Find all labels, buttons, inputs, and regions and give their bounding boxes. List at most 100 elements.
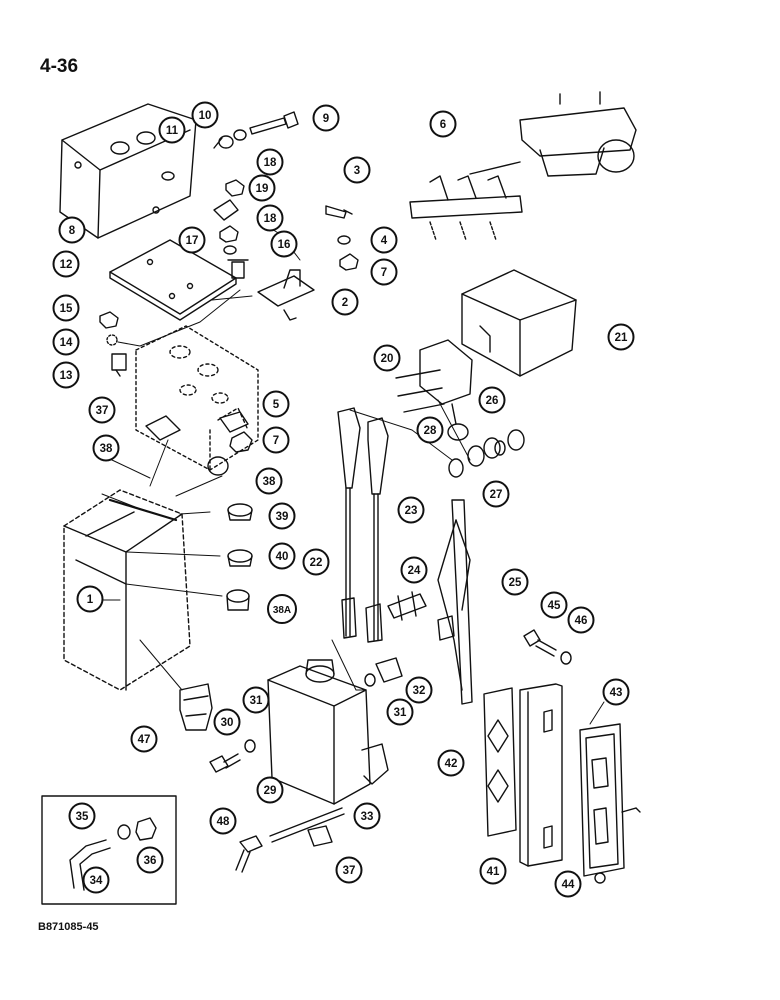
callout-circle	[397, 496, 425, 524]
callout-31: 31	[242, 686, 270, 714]
callout-label: 44	[562, 879, 575, 891]
callout-label: 18	[264, 213, 277, 225]
callout-label: 38	[263, 476, 276, 488]
callout-label: 7	[273, 435, 279, 447]
grommet-40-part	[227, 549, 253, 567]
callout-label: 29	[264, 785, 277, 797]
callout-circle	[267, 594, 297, 624]
callout-4: 4	[370, 226, 398, 254]
callout-circle	[312, 104, 340, 132]
callout-circle	[429, 110, 457, 138]
callout-47: 47	[130, 725, 158, 753]
callout-12: 12	[52, 250, 80, 278]
callout-48: 48	[209, 807, 237, 835]
callout-circle	[242, 686, 270, 714]
connector-47-part	[179, 683, 213, 731]
callout-circle	[373, 344, 401, 372]
callout-44: 44	[554, 870, 582, 898]
screw-30-part	[209, 753, 241, 773]
callout-1: 1	[76, 585, 104, 613]
callout-circle	[268, 502, 296, 530]
callout-label: 3	[354, 165, 360, 177]
motor-cover-21-part	[461, 269, 577, 377]
clip-37b-part	[307, 825, 333, 847]
callout-36: 36	[136, 846, 164, 874]
clamp-5-part	[219, 411, 249, 433]
callout-layer: 1234567789101112131415161718181920212223…	[52, 101, 635, 898]
callout-circle	[343, 156, 371, 184]
callout-label: 16	[278, 239, 291, 251]
washer-27-part	[448, 440, 506, 478]
seal-28-part	[447, 423, 469, 441]
callout-label: 8	[69, 225, 76, 237]
callout-circle	[52, 361, 80, 389]
callout-circle	[248, 174, 276, 202]
callout-label: 13	[60, 370, 73, 382]
nut-36-part	[135, 817, 157, 841]
leader-lines	[99, 221, 605, 725]
callout-15: 15	[52, 294, 80, 322]
cab-housing-part	[63, 489, 191, 691]
callout-label: 30	[221, 717, 234, 729]
callout-circle	[178, 226, 206, 254]
callout-label: 37	[96, 405, 109, 417]
callout-circle	[136, 846, 164, 874]
callout-circle	[82, 866, 110, 894]
callout-circle	[255, 467, 283, 495]
callout-45: 45	[540, 591, 568, 619]
callout-circle	[52, 294, 80, 322]
callout-37: 37	[88, 396, 116, 424]
grommet-38b-part	[207, 456, 229, 476]
clip-37-part	[145, 415, 181, 441]
callout-label: 5	[273, 399, 280, 411]
callout-label: 15	[60, 303, 73, 315]
callout-30: 30	[213, 708, 241, 736]
callout-27: 27	[482, 480, 510, 508]
washer-4-part	[337, 235, 351, 245]
callout-label: 9	[323, 113, 329, 125]
nut-7b-part	[229, 431, 253, 453]
callout-circle	[479, 857, 507, 885]
washer-31b-part	[364, 673, 376, 687]
callout-7: 7	[262, 426, 290, 454]
callout-label: 32	[413, 685, 426, 697]
callout-34: 34	[82, 866, 110, 894]
callout-38: 38	[255, 467, 283, 495]
callout-label: 40	[276, 551, 289, 563]
nut-15-part	[99, 311, 119, 329]
washer-35-part	[117, 824, 131, 840]
motor-mount-20-part	[395, 339, 473, 425]
callout-label: 31	[250, 695, 263, 707]
callout-circle	[400, 556, 428, 584]
callout-circle	[335, 856, 363, 884]
callout-label: 43	[610, 687, 623, 699]
grommet-38a-part	[226, 589, 250, 611]
callout-circle	[386, 698, 414, 726]
callout-43: 43	[602, 678, 630, 706]
callout-20: 20	[373, 344, 401, 372]
callout-circle	[88, 396, 116, 424]
callout-label: 39	[276, 511, 289, 523]
callout-label: 37	[343, 865, 356, 877]
callout-circle	[370, 258, 398, 286]
callout-label: 7	[381, 267, 387, 279]
callout-25: 25	[501, 568, 529, 596]
mounting-channel-41-part	[519, 683, 563, 867]
callout-circle	[416, 416, 444, 444]
washer-reservoir-29-part	[267, 659, 389, 805]
document-code: B871085-45	[38, 921, 99, 933]
callout-circle	[567, 606, 595, 634]
callout-circle	[478, 386, 506, 414]
callout-circle	[68, 802, 96, 830]
callout-39: 39	[268, 502, 296, 530]
switch-2-part	[257, 269, 315, 321]
callout-label: 36	[144, 855, 157, 867]
callout-circle	[256, 204, 284, 232]
callout-label: 6	[440, 119, 446, 131]
callout-37: 37	[335, 856, 363, 884]
callout-26: 26	[478, 386, 506, 414]
callout-22: 22	[302, 548, 330, 576]
callout-circle	[209, 807, 237, 835]
callout-label: 33	[361, 811, 374, 823]
callout-circle	[191, 101, 219, 129]
